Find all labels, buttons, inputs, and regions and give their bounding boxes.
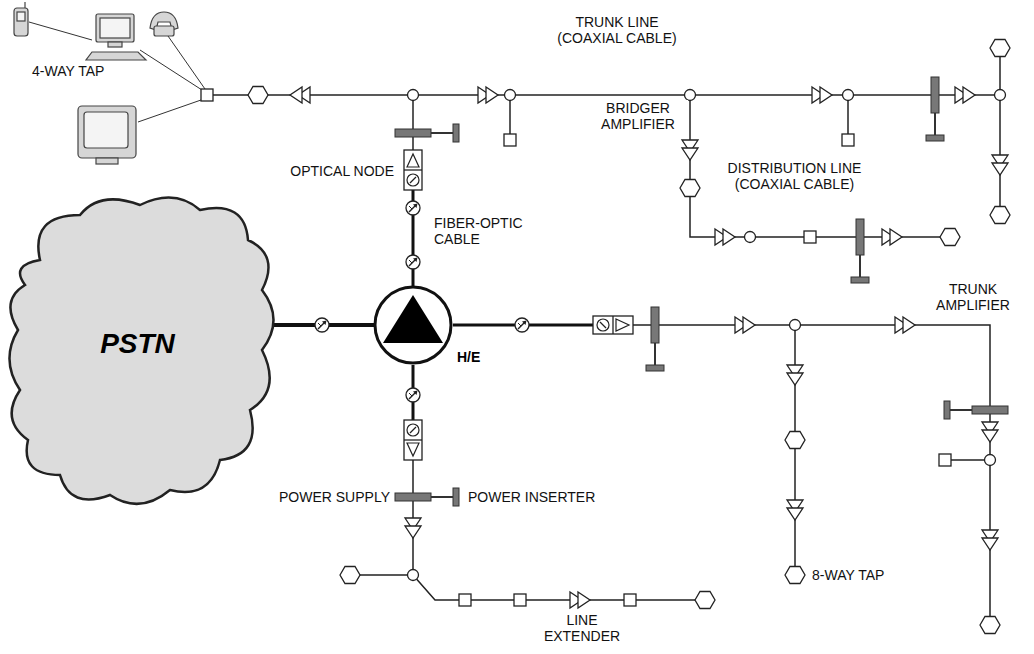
callout-label: TRUNK LINE (COAXIAL CABLE) bbox=[540, 14, 694, 46]
callout-label: LINE EXTENDER bbox=[530, 612, 634, 644]
headend-node: H/E bbox=[373, 285, 453, 365]
subscriber-devices bbox=[14, 2, 178, 164]
callout-label: POWER INSERTER bbox=[466, 489, 597, 505]
callout-label: OPTICAL NODE bbox=[288, 163, 396, 179]
callout-label: POWER SUPPLY bbox=[277, 489, 392, 505]
cloud-label: PSTN bbox=[0, 328, 275, 360]
network-cloud: PSTN bbox=[0, 185, 275, 515]
callout-label: 8-WAY TAP bbox=[810, 567, 886, 583]
callout-label: TRUNK AMPLIFIER bbox=[915, 281, 1031, 313]
callout-label: FIBER-OPTIC CABLE bbox=[432, 215, 546, 247]
network-symbols bbox=[201, 40, 1010, 634]
callout-label: 4-WAY TAP bbox=[30, 63, 106, 79]
node-outline bbox=[373, 285, 453, 365]
coaxial-lines bbox=[213, 50, 1000, 625]
callout-label: BRIDGER AMPLIFIER bbox=[588, 100, 688, 132]
headend-label: H/E bbox=[457, 349, 480, 365]
callout-label: DISTRIBUTION LINE (COAXIAL CABLE) bbox=[705, 160, 884, 192]
